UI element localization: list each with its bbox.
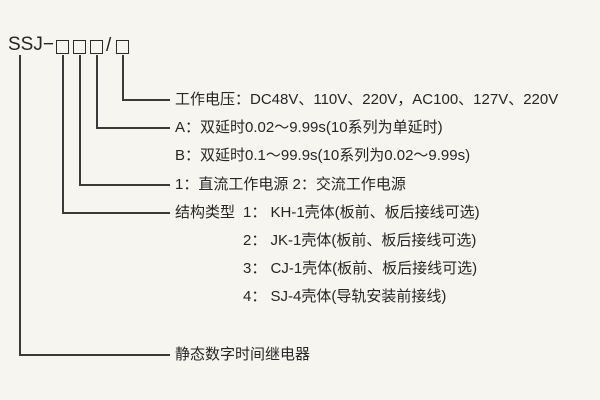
connector-product-name-vertical xyxy=(19,55,21,355)
delay-code-box xyxy=(90,40,103,54)
connector-power-horizontal xyxy=(79,184,170,186)
working-voltage-box xyxy=(116,40,129,54)
structure-item-2: 2： JK-1壳体(板前、板后接线可选) xyxy=(243,232,477,249)
label-delay-a: A：双延时0.02～9.99s(10系列为单延时) xyxy=(175,119,443,136)
structure-item-1: 1： KH-1壳体(板前、板后接线可选) xyxy=(243,204,480,221)
label-working-voltage: 工作电压：DC48V、110V、220V，AC100、127V、220V xyxy=(175,91,559,108)
model-prefix: SSJ− xyxy=(8,34,54,55)
structure-type-box xyxy=(56,40,69,54)
connector-structure-horizontal xyxy=(62,212,170,214)
connector-structure-vertical xyxy=(62,55,64,214)
structure-item-3: 3： CJ-1壳体(板前、板后接线可选) xyxy=(243,260,478,277)
structure-item-4: 4： SJ-4壳体(导轨安装前接线) xyxy=(243,288,447,305)
connector-delay-horizontal xyxy=(96,127,170,129)
connector-power-vertical xyxy=(79,55,81,186)
connector-product-name-horizontal xyxy=(19,354,170,356)
connector-voltage-vertical xyxy=(122,55,124,101)
slash-separator: / xyxy=(106,35,112,56)
label-delay-b: B：双延时0.1～99.9s(10系列为0.02～9.99s) xyxy=(175,147,471,164)
label-power-supply: 1：直流工作电源 2：交流工作电源 xyxy=(175,176,406,193)
connector-voltage-horizontal xyxy=(122,99,170,101)
label-structure-type: 结构类型 xyxy=(175,204,236,221)
label-product-name: 静态数字时间继电器 xyxy=(175,346,311,363)
power-supply-box xyxy=(73,40,86,54)
connector-delay-vertical xyxy=(96,55,98,129)
